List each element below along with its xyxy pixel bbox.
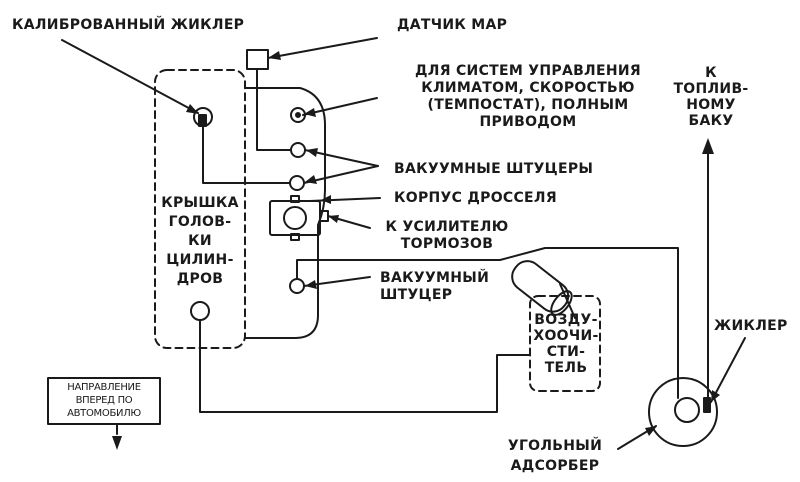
label-systems: ДЛЯ СИСТЕМ УПРАВЛЕНИЯ КЛИМАТОМ, СКОРОСТЬ…	[415, 63, 641, 130]
arrowhead-throttle-body	[321, 195, 331, 204]
label-to-fuel-tank: К ТОПЛИВ- НОМУ БАКУ	[673, 65, 749, 129]
cylinder-head-lower-fitting	[190, 301, 210, 321]
label-map-sensor: ДАТЧИК МАР	[397, 17, 508, 33]
label-jet: ЖИКЛЕР	[714, 318, 788, 334]
label-vacuum-fitting: ВАКУУМНЫЙ ШТУЦЕР	[380, 270, 490, 303]
leader-throttle-body	[309, 197, 381, 202]
hose-calibrated-jet	[202, 125, 291, 184]
vacuum-fitting-upper	[290, 142, 306, 158]
leader-map-sensor	[267, 37, 378, 59]
arrowhead-vacuum-fittings-2	[305, 175, 317, 184]
throttle-body-top-boss	[290, 195, 300, 203]
arrowhead-charcoal-canister	[645, 426, 657, 436]
arrowhead-vacuum-fittings-1	[306, 148, 318, 157]
arrowhead-brake-booster	[328, 215, 339, 223]
leader-vacuum-fittings-2	[303, 165, 379, 184]
leader-systems	[302, 97, 378, 116]
leader-calibrated-jet	[61, 39, 199, 114]
vacuum-fitting-lower	[289, 278, 305, 294]
label-air-cleaner: ВОЗДУ- ХООЧИ- СТИ- ТЕЛЬ	[533, 312, 599, 376]
leader-vacuum-fittings-1	[304, 149, 379, 167]
label-vacuum-fittings: ВАКУУМНЫЕ ШТУЦЕРЫ	[394, 161, 594, 177]
arrowhead-calibrated-jet	[186, 104, 199, 114]
label-direction: НАПРАВЛЕНИЕ ВПЕРЕД ПО АВТОМОБИЛЮ	[67, 382, 141, 419]
hose-vacuum-to-canister	[296, 247, 679, 399]
calibrated-jet-insert	[198, 114, 207, 127]
throttle-body-bottom-boss	[290, 233, 300, 241]
systems-fitting-dot	[295, 112, 301, 118]
arrowhead-vacuum-fitting	[305, 280, 317, 289]
label-brake-booster: К УСИЛИТЕЛЮ ТОРМОЗОВ	[385, 219, 509, 252]
direction-arrow-icon	[112, 436, 122, 450]
direction-box	[47, 377, 161, 425]
vacuum-fitting-middle	[289, 175, 305, 191]
arrowhead-jet	[711, 390, 720, 402]
intake-housing-outline	[244, 87, 326, 339]
label-charcoal-canister: УГОЛЬНЫЙ АДСОРБЕР	[507, 438, 603, 474]
charcoal-canister	[648, 377, 718, 447]
hose-head-to-air-cleaner	[199, 319, 531, 413]
arrowhead-to-tank	[702, 138, 714, 154]
throttle-body-bore	[283, 206, 307, 230]
charcoal-canister-inner	[674, 397, 700, 423]
hose-map-sensor	[256, 68, 292, 151]
canister-jet	[703, 397, 711, 413]
label-cylinder-head-cover: КРЫШКА ГОЛОВ- КИ ЦИЛИН- ДРОВ	[161, 195, 239, 287]
air-cleaner-duct	[511, 260, 573, 316]
leader-air-cleaner	[559, 283, 576, 319]
leader-jet	[710, 337, 746, 403]
label-throttle-body: КОРПУС ДРОССЕЛЯ	[394, 190, 557, 206]
arrowhead-systems	[304, 108, 316, 117]
arrowhead-map-sensor	[268, 51, 281, 60]
map-sensor	[246, 49, 269, 70]
label-calibrated-jet: КАЛИБРОВАННЫЙ ЖИКЛЕР	[12, 17, 245, 33]
